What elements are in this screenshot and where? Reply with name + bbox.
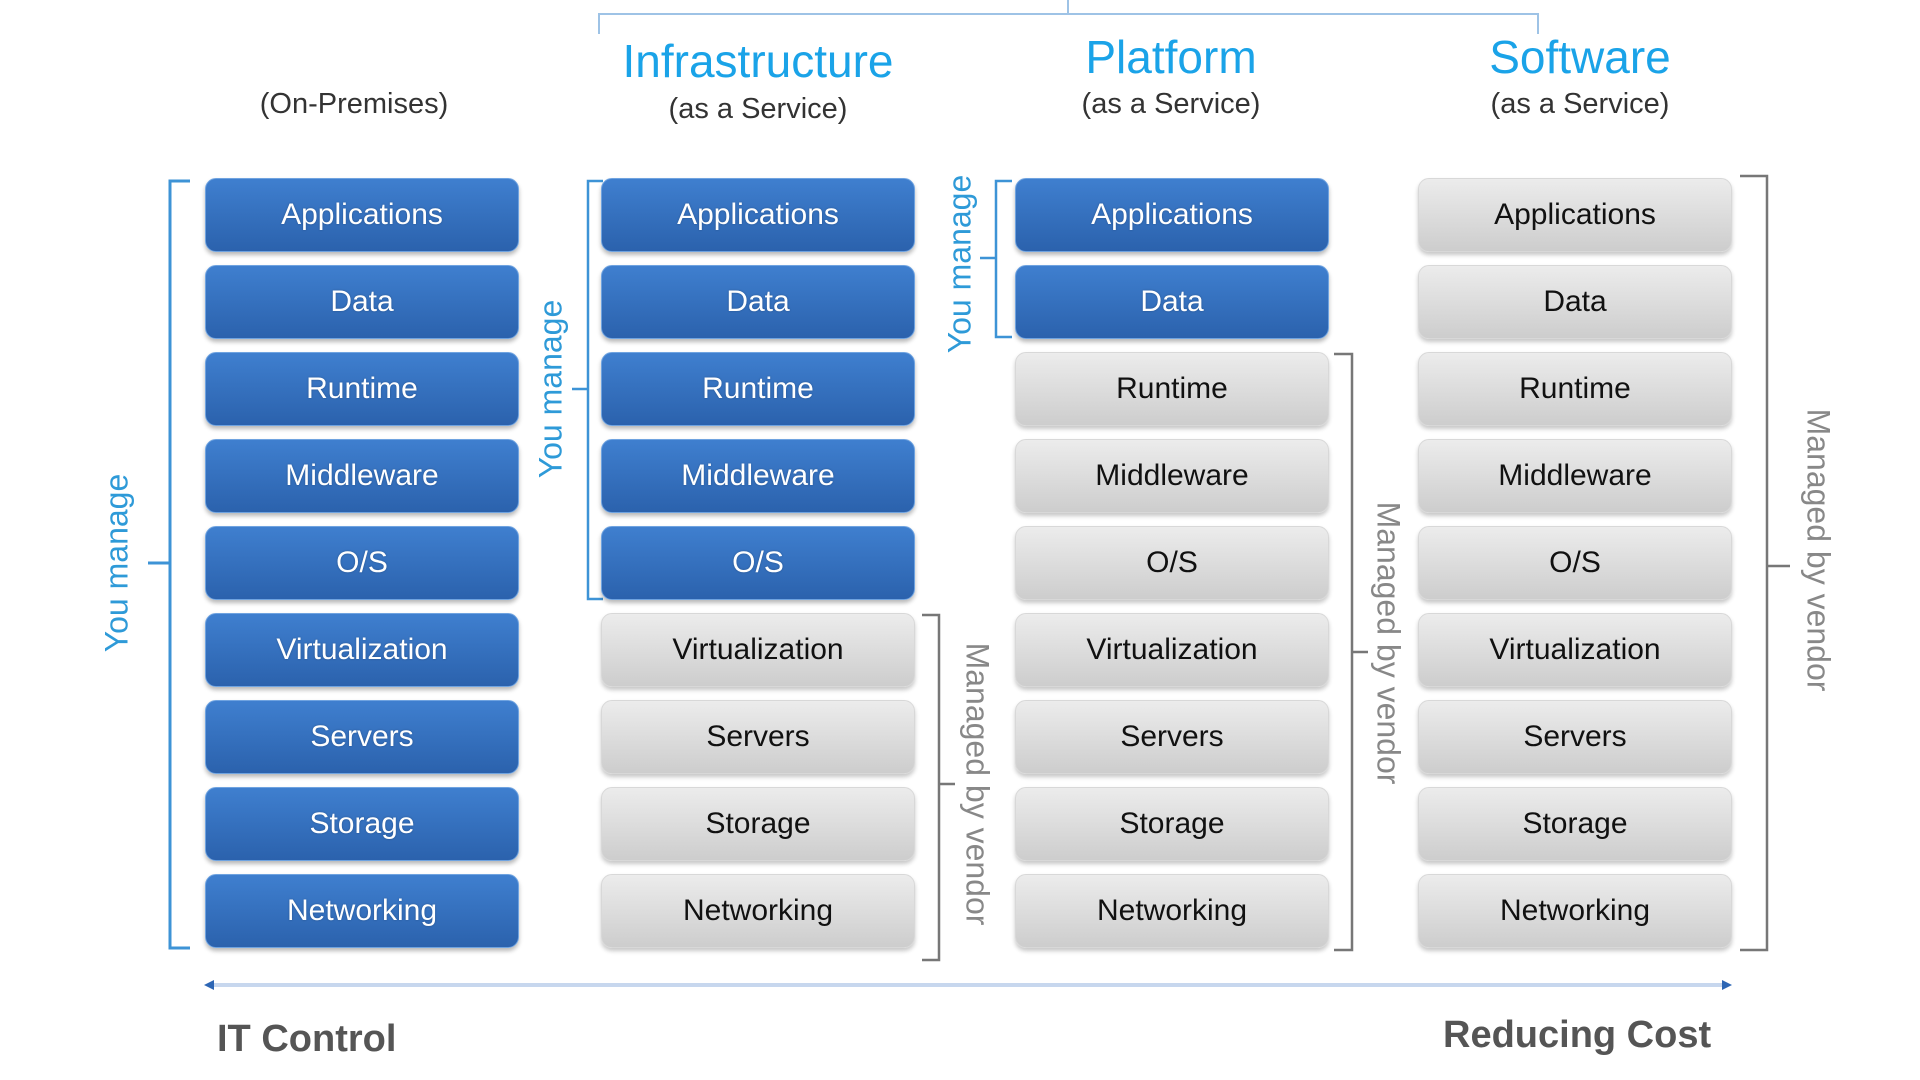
paas-subtitle: (as a Service) [1081,88,1261,120]
iaas-layer-applications: Applications [601,178,915,252]
on-premises-layer-middleware: Middleware [205,439,519,513]
saas-subtitle: (as a Service) [1490,88,1670,120]
paas-you-manage-bracket [980,179,1012,339]
on-premises-layer-o-s: O/S [205,526,519,600]
reducing-cost-label: Reducing Cost [1443,1014,1712,1056]
on-premises-layer-networking: Networking [205,874,519,948]
iaas-layer-virtualization: Virtualization [601,613,915,687]
paas-layer-applications: Applications [1015,178,1329,252]
saas-layer-middleware: Middleware [1418,439,1732,513]
saas-layer-servers: Servers [1418,700,1732,774]
iaas-you-manage-bracket [572,179,603,601]
saas-layer-applications: Applications [1418,178,1732,252]
on-premises-subtitle: (On-Premises) [259,88,449,120]
on-premises-layer-data: Data [205,265,519,339]
paas-layer-data: Data [1015,265,1329,339]
paas-title: Platform [1085,31,1257,83]
iaas-you-manage-label: You manage [532,299,569,479]
iaas-layer-runtime: Runtime [601,352,915,426]
paas-layer-runtime: Runtime [1015,352,1329,426]
saas-vendor-label: Managed by vendor [1800,408,1837,692]
saas-layer-virtualization: Virtualization [1418,613,1732,687]
saas-layer-storage: Storage [1418,787,1732,861]
iaas-layer-o-s: O/S [601,526,915,600]
arrow-left-head-icon [204,980,214,990]
paas-you-manage-label: You manage [941,174,978,354]
paas-layer-middleware: Middleware [1015,439,1329,513]
on-premises-layer-servers: Servers [205,700,519,774]
saas-vendor-bracket [1740,174,1790,952]
paas-layer-servers: Servers [1015,700,1329,774]
on-premises-layer-storage: Storage [205,787,519,861]
paas-layer-o-s: O/S [1015,526,1329,600]
paas-layer-networking: Networking [1015,874,1329,948]
iaas-layer-middleware: Middleware [601,439,915,513]
on-premises-you-manage-bracket [148,179,190,950]
arrow-right-head-icon [1722,980,1732,990]
saas-title: Software [1489,31,1671,83]
on-premises-you-manage-label: You manage [98,473,135,653]
iaas-vendor-label: Managed by vendor [959,642,996,926]
iaas-layer-storage: Storage [601,787,915,861]
paas-vendor-label: Managed by vendor [1370,501,1407,785]
saas-layer-runtime: Runtime [1418,352,1732,426]
on-premises-layer-virtualization: Virtualization [205,613,519,687]
iaas-layer-servers: Servers [601,700,915,774]
paas-layer-storage: Storage [1015,787,1329,861]
saas-layer-data: Data [1418,265,1732,339]
iaas-layer-networking: Networking [601,874,915,948]
on-premises-layer-applications: Applications [205,178,519,252]
cloud-models-brace [598,0,1539,34]
saas-layer-o-s: O/S [1418,526,1732,600]
paas-vendor-bracket [1334,352,1368,952]
iaas-subtitle: (as a Service) [668,93,848,125]
iaas-layer-data: Data [601,265,915,339]
it-control-label: IT Control [217,1018,397,1060]
on-premises-layer-runtime: Runtime [205,352,519,426]
iaas-title: Infrastructure [622,35,894,87]
iaas-vendor-bracket [922,613,955,962]
saas-layer-networking: Networking [1418,874,1732,948]
paas-layer-virtualization: Virtualization [1015,613,1329,687]
